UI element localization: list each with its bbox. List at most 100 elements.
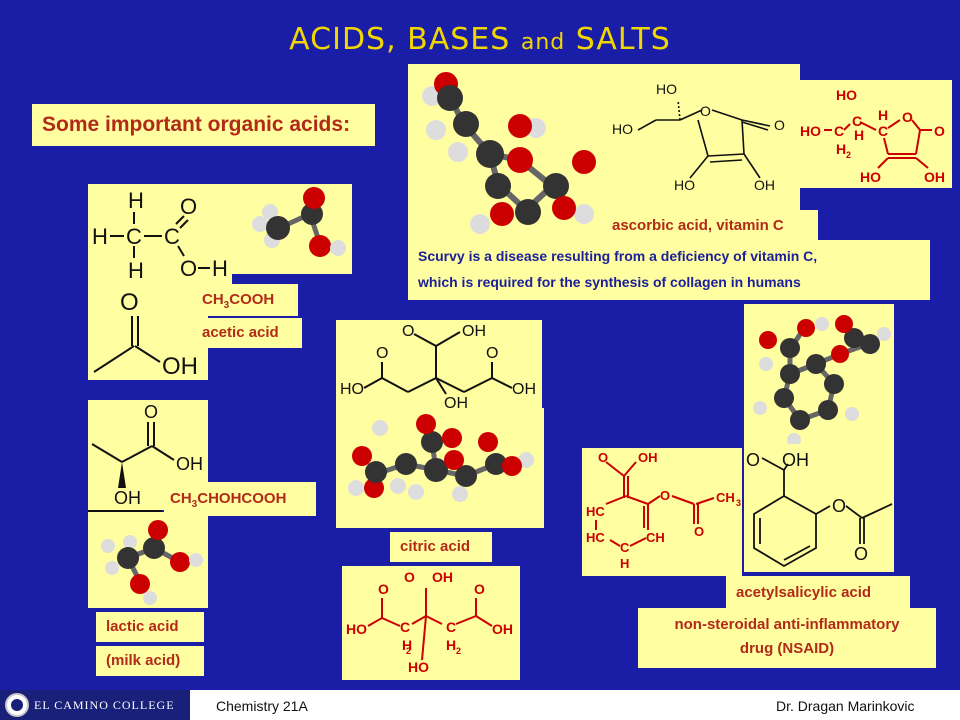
lactic-alias: (milk acid) (96, 646, 204, 676)
svg-text:C: C (164, 224, 180, 249)
svg-text:2: 2 (846, 150, 851, 160)
svg-text:HO: HO (656, 81, 677, 97)
svg-text:HC: HC (586, 530, 605, 545)
svg-text:O: O (902, 109, 913, 125)
svg-text:2: 2 (406, 646, 411, 656)
svg-text:H: H (212, 256, 228, 281)
svg-text:OH: OH (444, 395, 468, 410)
svg-text:O: O (694, 524, 704, 539)
svg-text:O: O (746, 450, 760, 470)
acetic-ball-model (232, 184, 352, 274)
svg-text:O: O (376, 345, 388, 362)
aspirin-ball-model (744, 304, 894, 447)
svg-text:O: O (700, 103, 711, 119)
svg-text:O: O (402, 323, 414, 340)
svg-text:H: H (878, 107, 888, 123)
svg-text:OH: OH (176, 454, 203, 474)
svg-text:HO: HO (612, 121, 633, 137)
lactic-name: lactic acid (96, 612, 204, 642)
aspirin-description: non-steroidal anti-inflammatory drug (NS… (638, 608, 936, 668)
svg-text:OH: OH (754, 177, 775, 193)
college-name: EL CAMINO COLLEGE (34, 698, 175, 712)
svg-text:OH: OH (462, 323, 486, 340)
svg-text:HO: HO (340, 381, 364, 398)
svg-text:O: O (144, 402, 158, 422)
svg-text:HO: HO (800, 123, 821, 139)
svg-text:H: H (128, 188, 144, 213)
svg-text:C: C (852, 113, 862, 129)
citric-molecule-svg (348, 414, 534, 502)
svg-text:O: O (832, 496, 846, 516)
svg-text:O: O (598, 450, 608, 465)
svg-text:C: C (834, 123, 844, 139)
svg-text:C: C (446, 619, 456, 635)
svg-text:O: O (180, 256, 197, 281)
lactic-skeletal-svg: O OH OH (91, 402, 203, 508)
citric-ball-model (336, 408, 544, 528)
aspirin-desc-line1: non-steroidal anti-inflammatory (674, 616, 900, 633)
svg-text:2: 2 (456, 646, 461, 656)
svg-text:CH: CH (646, 530, 665, 545)
svg-text:C: C (126, 224, 142, 249)
svg-text:O: O (404, 569, 415, 585)
aspirin-molecule-svg (753, 315, 891, 447)
footer-author: Dr. Dragan Marinkovic (776, 698, 915, 714)
acetic-formula: CH3COOH (196, 284, 298, 316)
svg-text:O: O (660, 488, 670, 503)
acetic-name: acetic acid (196, 318, 302, 348)
aspirin-name: acetylsalicylic acid (726, 576, 910, 610)
svg-text:OH: OH (638, 450, 658, 465)
footer-course: Chemistry 21A (216, 698, 308, 714)
svg-text:OH: OH (162, 353, 198, 380)
svg-text:OH: OH (924, 169, 945, 185)
svg-text:C: C (400, 619, 410, 635)
svg-text:3: 3 (736, 498, 741, 508)
svg-text:C: C (620, 540, 630, 555)
svg-text:HC: HC (586, 504, 605, 519)
svg-text:O: O (180, 194, 197, 219)
svg-text:O: O (774, 117, 785, 133)
ascorbic-note-line1: Scurvy is a disease resulting from a def… (418, 248, 818, 264)
svg-text:O: O (120, 289, 139, 316)
svg-text:H: H (836, 141, 846, 157)
svg-text:HO: HO (836, 87, 857, 103)
svg-text:C: C (878, 123, 888, 139)
svg-text:O: O (934, 123, 945, 139)
lactic-ball-model (88, 512, 208, 608)
acetic-skeletal-svg: O OH (93, 289, 198, 380)
svg-text:OH: OH (782, 450, 809, 470)
svg-text:O: O (486, 345, 498, 362)
svg-text:CH: CH (716, 490, 735, 505)
acetic-molecule-svg (252, 187, 346, 257)
svg-text:H: H (92, 224, 108, 249)
svg-text:H: H (128, 258, 144, 283)
college-logo: EL CAMINO COLLEGE (0, 690, 190, 720)
ascorbic-ball-model (408, 64, 606, 240)
svg-text:O: O (474, 581, 485, 597)
svg-text:H: H (854, 127, 864, 143)
ascorbic-note: Scurvy is a disease resulting from a def… (408, 240, 930, 300)
svg-text:HO: HO (860, 169, 881, 185)
svg-text:O: O (378, 581, 389, 597)
lactic-molecule-svg (101, 520, 203, 605)
acetic-skeletal-formula: O OH (88, 288, 208, 380)
svg-text:OH: OH (114, 488, 141, 508)
svg-text:HO: HO (408, 659, 429, 675)
svg-text:OH: OH (512, 381, 536, 398)
svg-text:H: H (620, 556, 629, 571)
section-heading: Some important organic acids: (32, 104, 375, 146)
svg-text:HO: HO (346, 621, 367, 637)
aspirin-desc-line2: drug (NSAID) (739, 640, 835, 657)
divider-line (88, 510, 162, 512)
ascorbic-name: ascorbic acid, vitamin C (604, 210, 818, 242)
svg-text:H: H (446, 637, 456, 653)
